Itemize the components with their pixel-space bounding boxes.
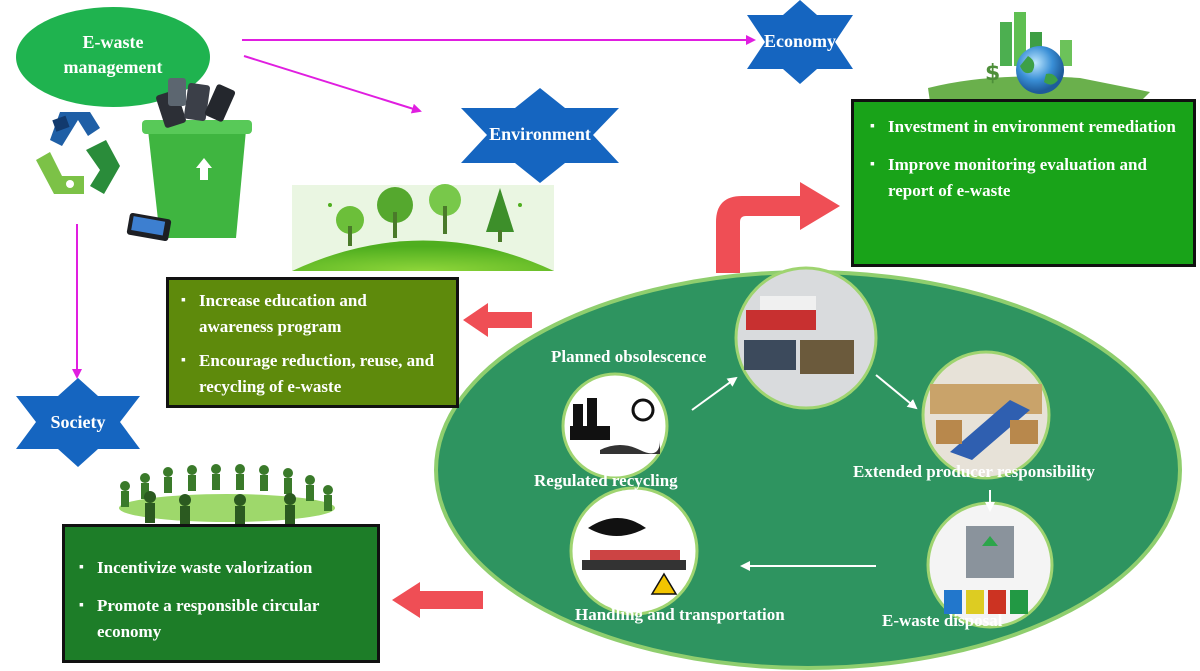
recycle-icon bbox=[36, 112, 120, 194]
environment-point: Encourage reduction, reuse, and recyclin… bbox=[181, 348, 444, 400]
society-star bbox=[16, 378, 140, 467]
arrow-to-economy-box bbox=[716, 182, 840, 273]
svg-text:$: $ bbox=[985, 61, 1000, 86]
node-handling-and-transportation bbox=[569, 486, 699, 616]
environment-label: Environment bbox=[489, 124, 591, 144]
trees-icon bbox=[292, 184, 554, 271]
node-planned-obsolescence bbox=[734, 266, 878, 410]
people-circle-icon bbox=[119, 464, 335, 526]
environment-star bbox=[461, 88, 619, 183]
economy-star bbox=[747, 0, 853, 84]
environment-point: Increase education and awareness program bbox=[181, 288, 444, 340]
step-planned-obsolescence: Planned obsolescence bbox=[551, 347, 707, 366]
society-point: Promote a responsible circular economy bbox=[79, 593, 363, 645]
economy-label: Economy bbox=[764, 31, 836, 51]
arrow-to-environment bbox=[243, 55, 422, 114]
society-point: Incentivize waste valorization bbox=[79, 555, 363, 581]
globe-icon: $ bbox=[928, 12, 1150, 102]
arrow-to-society-box bbox=[392, 582, 483, 618]
bin-of-phones-icon bbox=[126, 78, 252, 242]
node-regulated-recycling bbox=[561, 372, 669, 480]
arrow-to-environment-box bbox=[463, 303, 532, 337]
hub-title: E-waste management bbox=[63, 32, 163, 77]
node-extended-producer-responsibility bbox=[921, 350, 1051, 480]
step-regulated-recycling: Regulated recycling bbox=[534, 471, 678, 490]
step-e-waste-disposal: E-waste disposal bbox=[882, 611, 1003, 630]
society-label: Society bbox=[50, 412, 106, 432]
step-extended-producer-responsibility: Extended producer responsibility bbox=[853, 462, 1095, 481]
economy-point: Improve monitoring evaluation and report… bbox=[870, 152, 1177, 204]
node-e-waste-disposal bbox=[926, 501, 1054, 629]
economy-box: Investment in environment remediation Im… bbox=[851, 99, 1196, 267]
environment-box: Increase education and awareness program… bbox=[166, 277, 459, 408]
society-box: Incentivize waste valorization Promote a… bbox=[62, 524, 380, 663]
economy-point: Investment in environment remediation bbox=[870, 114, 1177, 140]
hub-ellipse bbox=[16, 7, 210, 107]
step-handling-and-transportation: Handling and transportation bbox=[575, 605, 785, 624]
